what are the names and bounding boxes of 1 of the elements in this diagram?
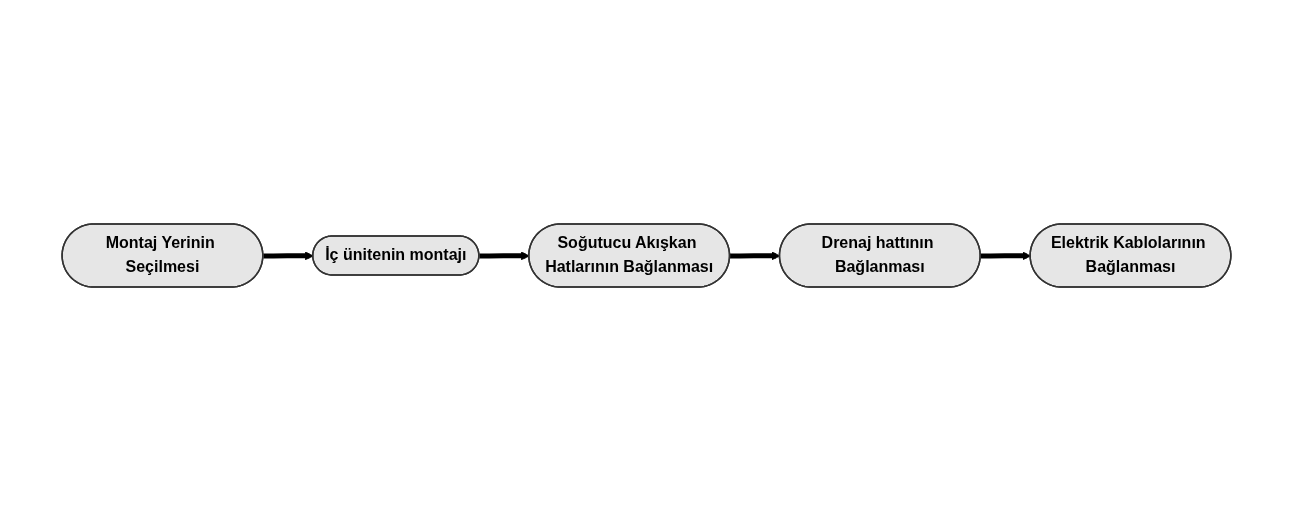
arrow <box>729 250 780 260</box>
